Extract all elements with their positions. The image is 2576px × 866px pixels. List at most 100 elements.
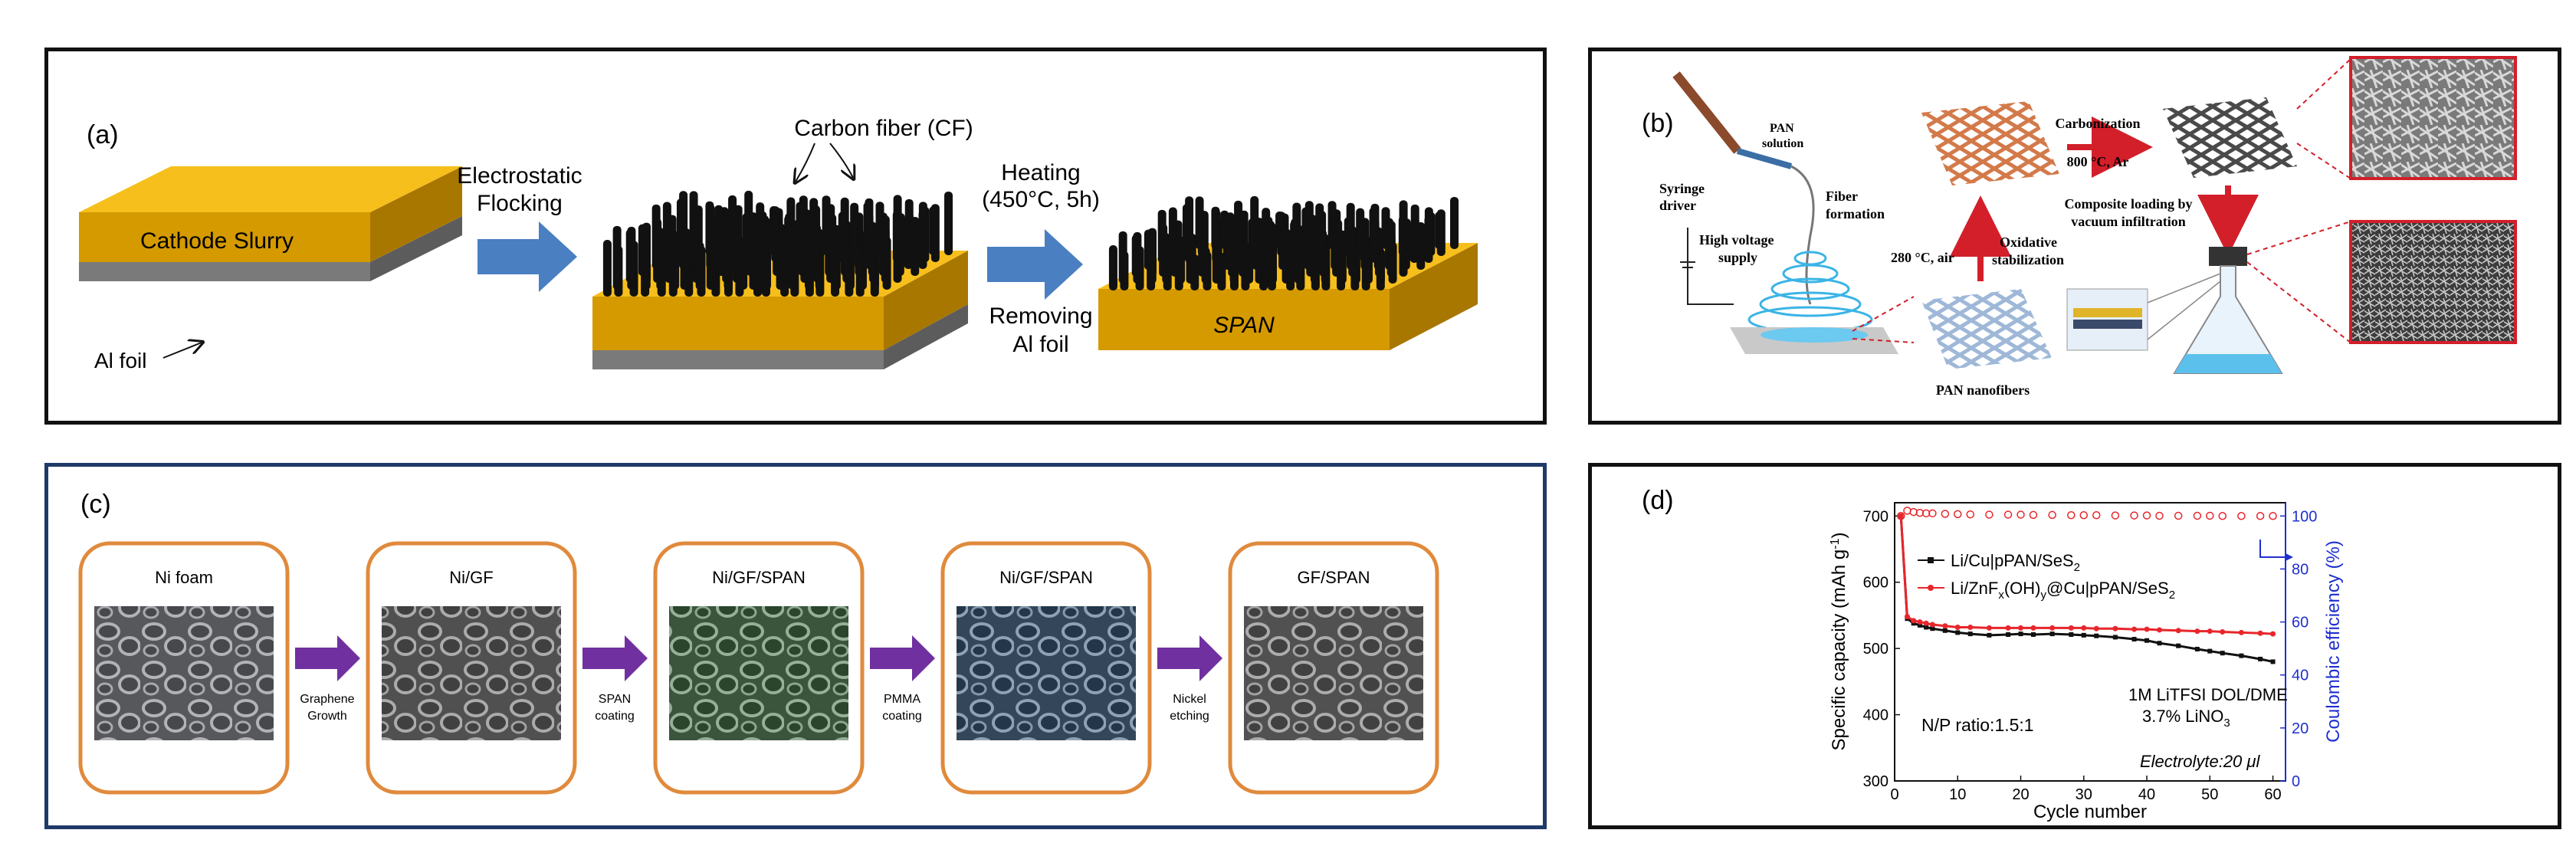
step3-line2: Al foil	[1012, 332, 1068, 357]
carbon-fiber	[1315, 203, 1324, 249]
pan-solution-1: PAN	[1770, 122, 1794, 135]
transition-label: Growth	[307, 710, 347, 723]
data-point	[2193, 511, 2202, 520]
sem-image	[957, 606, 1136, 740]
data-point	[1930, 626, 1935, 631]
data-point	[2093, 625, 2099, 631]
y-tick-label: 400	[1863, 707, 1889, 724]
carbon-fiber-array	[602, 190, 953, 297]
panel-b: (b) Syringe driver PAN solution Fiber fo…	[1588, 48, 2561, 425]
process-step-4: Ni/GF/SPAN	[940, 541, 1152, 795]
y2-axis-title: Coulombic efficiency (%)	[2323, 540, 2344, 743]
ce-axis-pointer	[2259, 540, 2286, 558]
sem-image-tint	[94, 606, 274, 740]
data-point	[2049, 625, 2056, 631]
process-arrow-2	[987, 229, 1083, 300]
ce-axis-pointer-head	[2286, 553, 2293, 561]
fiber-formation-1: Fiber	[1826, 189, 1858, 204]
zoom-link-2	[1852, 296, 1915, 332]
y2-tick-label: 0	[2292, 773, 2300, 790]
carbon-fiber	[1118, 231, 1127, 284]
collected-fibers	[1761, 327, 1868, 343]
data-point	[1929, 622, 1935, 628]
data-point	[1967, 624, 1974, 630]
high-voltage-2: supply	[1718, 250, 1757, 265]
carbon-fiber	[1157, 209, 1167, 263]
transition-label: Graphene	[300, 693, 354, 706]
carbon-fiber	[1327, 201, 1337, 249]
carbon-fiber	[893, 195, 902, 255]
temp-air-text: 280 °C, air	[1891, 250, 1954, 265]
data-point	[2092, 510, 2101, 520]
y2-tick-label: 100	[2292, 508, 2317, 525]
data-point	[2257, 630, 2263, 636]
carbon-fiber	[689, 191, 698, 255]
data-point	[2067, 510, 2076, 520]
data-point	[2094, 633, 2099, 638]
panel-a-label: (a)	[87, 120, 119, 149]
carbon-fiber	[1435, 212, 1444, 249]
al-foil-pointer	[162, 343, 202, 359]
data-point	[1917, 622, 1922, 628]
series-line	[1899, 516, 2273, 635]
sem-image	[382, 606, 561, 740]
data-point	[2142, 511, 2151, 520]
transition-label: etching	[1170, 710, 1209, 723]
data-point	[2269, 512, 2277, 520]
data-point	[2049, 631, 2055, 637]
carbon-fiber	[1195, 196, 1204, 249]
step-title: GF/SPAN	[1298, 568, 1370, 587]
panel-c-label: (c)	[80, 490, 111, 519]
y2-tick-label: 80	[2292, 561, 2309, 578]
data-point	[2112, 625, 2118, 631]
carbon-fiber	[1292, 202, 1301, 249]
carbon-fiber	[770, 206, 779, 255]
data-point	[1904, 614, 1910, 620]
data-point	[2068, 625, 2074, 631]
data-point	[2206, 511, 2214, 520]
carbon-fiber	[1356, 208, 1365, 249]
flask-zoom-2	[2143, 280, 2221, 343]
sem-image-composite	[2349, 220, 2517, 344]
x-tick-label: 60	[2264, 786, 2281, 803]
carbon-fiber	[840, 197, 849, 255]
data-point	[2207, 648, 2213, 654]
series-1	[1898, 513, 2276, 664]
data-point	[1942, 623, 1948, 629]
transition-label: SPAN	[599, 693, 631, 706]
carbon-fiber	[1108, 244, 1117, 290]
sem-image-tint	[669, 606, 848, 740]
x-tick-label: 20	[2012, 786, 2029, 803]
data-point	[2081, 625, 2087, 631]
data-point	[2156, 627, 2162, 633]
sem-link-2	[2296, 143, 2351, 179]
carbon-fiber	[602, 239, 612, 297]
data-point	[2239, 653, 2244, 658]
oxidative-2: stabilization	[1992, 252, 2064, 267]
carbon-fiber	[1234, 200, 1243, 249]
data-point	[1903, 507, 1911, 515]
data-point	[2131, 637, 2137, 642]
series-2	[1898, 513, 2276, 637]
data-point	[1941, 510, 1950, 518]
data-point	[2003, 510, 2013, 519]
carbon-fiber-array-span	[1108, 195, 1459, 290]
data-point	[2030, 625, 2036, 631]
stabilized-mesh	[1921, 101, 2059, 185]
transition-arrow	[1157, 635, 1222, 681]
data-point	[2270, 659, 2276, 664]
legend-text-2: Li/ZnFx(OH)y@Cu|pPAN/SeS2	[1951, 579, 2175, 602]
syringe-driver-2: driver	[1659, 198, 1696, 213]
syringe-driver-1: Syringe	[1659, 181, 1705, 196]
data-point	[1966, 510, 1974, 519]
data-point	[1954, 510, 1962, 519]
carbon-fiber	[1399, 200, 1408, 249]
pan-solution-2: solution	[1762, 137, 1803, 150]
data-point	[2220, 629, 2226, 635]
carbon-fiber	[714, 205, 724, 255]
electrolyte-line-1: 1M LiTFSI DOL/DME	[2128, 685, 2288, 704]
data-point	[2270, 631, 2276, 637]
voltage-circuit	[1680, 228, 1734, 305]
